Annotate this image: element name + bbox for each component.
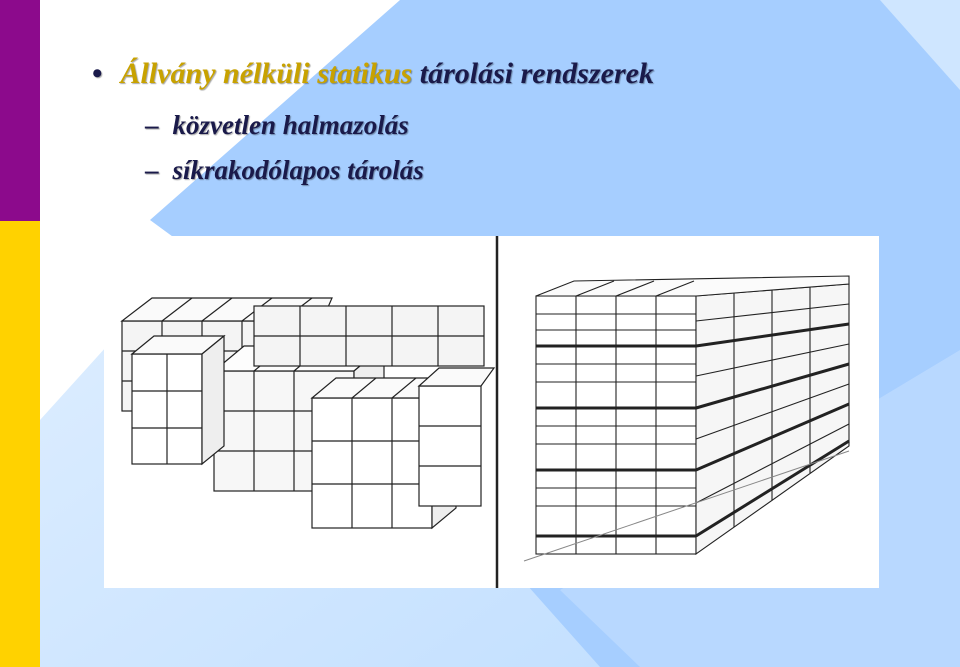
pallet-stack-top [535,275,850,297]
title-accent-text: Állvány nélküli statikus [120,57,413,90]
sidebar-accent-bottom [0,221,40,667]
far-back-stack [253,305,485,367]
title-text: tárolási rendszerek [412,57,654,90]
right-box-stack [417,367,496,507]
background-blue-highlight [880,0,960,90]
sub-bullet-label: síkrakodólapos tárolás [172,155,424,185]
pallet-stack-side [695,283,850,556]
dash-icon: – [145,155,159,185]
dash-icon: – [145,110,159,140]
sub-bullet-direct-stacking: –közvetlen halmazolás [145,110,409,141]
title-bullet: • Állvány nélküli statikus tárolási rends… [92,57,654,91]
direct-stacking-illustration [120,297,496,530]
bullet-icon: • [92,57,103,90]
sub-bullet-label: közvetlen halmazolás [172,110,409,140]
storage-illustration-drawing [104,236,879,588]
sub-bullet-pallet-storage: –síkrakodólapos tárolás [145,155,424,186]
storage-illustration [104,236,879,588]
left-box-stack [130,334,226,466]
pallet-stack-front [535,295,697,555]
sidebar-accent-top [0,0,40,221]
pallet-stacking-illustration [523,275,850,562]
floor-line [523,450,850,562]
